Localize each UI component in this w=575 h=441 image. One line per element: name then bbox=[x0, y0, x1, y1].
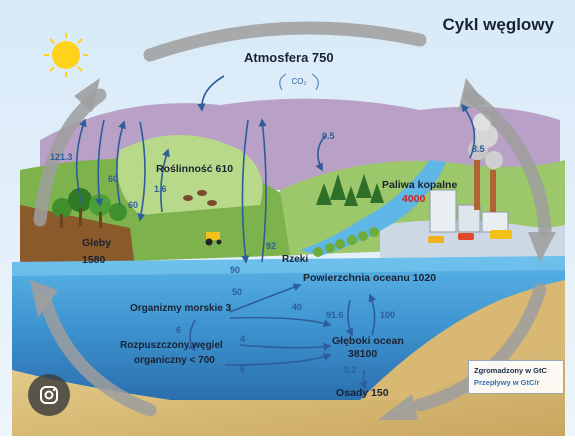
flow-label: 8.5 bbox=[472, 144, 485, 154]
sun-icon bbox=[44, 33, 88, 77]
deep-ocean-label: Głęboki ocean bbox=[332, 335, 404, 347]
tractor-icon bbox=[205, 232, 222, 246]
cultivated-hill bbox=[117, 135, 263, 215]
ocean-surface-band bbox=[12, 256, 565, 276]
soils-label: Gleby bbox=[82, 237, 111, 249]
sediments-label: Osady 150 bbox=[336, 387, 389, 399]
dissolved-carbon-line1: Rozpuszczony węgiel bbox=[120, 340, 223, 351]
rivers-label: Rzeki bbox=[282, 254, 308, 265]
vegetation-label: Roślinność 610 bbox=[156, 163, 233, 175]
flow-label: 6 bbox=[176, 325, 181, 335]
soils-value: 1580 bbox=[82, 254, 106, 266]
flow-label: 60 bbox=[108, 174, 118, 184]
flow-label: 0.2 bbox=[344, 365, 357, 375]
fossil-fuels-value: 4000 bbox=[402, 193, 426, 205]
flow-label: 91.6 bbox=[326, 310, 344, 320]
flow-label: 90 bbox=[230, 265, 240, 275]
co2-label: CO₂ bbox=[291, 77, 306, 86]
factory-icon bbox=[429, 113, 509, 233]
flow-label: 100 bbox=[380, 310, 395, 320]
legend-flows: Przepływy w GtC/r bbox=[474, 378, 540, 387]
factory-ground bbox=[380, 220, 565, 262]
atmosphere-label: Atmosfera 750 bbox=[244, 50, 334, 65]
flow-label: 0.5 bbox=[322, 131, 335, 141]
flow-label: 1.6 bbox=[154, 184, 167, 194]
marine-organisms-label: Organizmy morskie 3 bbox=[130, 303, 232, 314]
riverside-trees-icon bbox=[313, 227, 379, 257]
dissolved-carbon-line2: organiczny < 700 bbox=[134, 355, 215, 366]
flow-label: 6 bbox=[240, 364, 245, 374]
flow-label: 40 bbox=[292, 302, 302, 312]
river bbox=[300, 160, 446, 256]
conifer-forest-icon bbox=[316, 174, 384, 206]
lens-search-button[interactable] bbox=[28, 374, 70, 416]
cattle-icon bbox=[183, 190, 217, 206]
soil-block bbox=[20, 205, 135, 268]
vehicles-icon bbox=[428, 230, 512, 243]
deep-ocean-value: 38100 bbox=[348, 348, 377, 360]
flow-label: 121.3 bbox=[50, 152, 73, 162]
flow-label: 60 bbox=[128, 200, 138, 210]
co2-swirl-icon bbox=[279, 73, 319, 91]
flow-label: 50 bbox=[232, 287, 242, 297]
lens-icon bbox=[40, 386, 58, 404]
cycle-arrowheads bbox=[30, 78, 556, 420]
legend-stored: Zgromadzony w GtC bbox=[474, 366, 547, 375]
continental-slope bbox=[360, 280, 565, 400]
flow-label: 4 bbox=[240, 334, 245, 344]
flow-arrows bbox=[75, 75, 476, 390]
fossil-fuels-label: Paliwa kopalne bbox=[382, 179, 457, 191]
flow-label: 92 bbox=[266, 241, 276, 251]
page-title: Cykl węglowy bbox=[443, 15, 555, 34]
legend: Zgromadzony w GtC Przepływy w GtC/r bbox=[468, 360, 564, 394]
ocean-surface-label: Powierzchnia oceanu 1020 bbox=[303, 272, 436, 284]
